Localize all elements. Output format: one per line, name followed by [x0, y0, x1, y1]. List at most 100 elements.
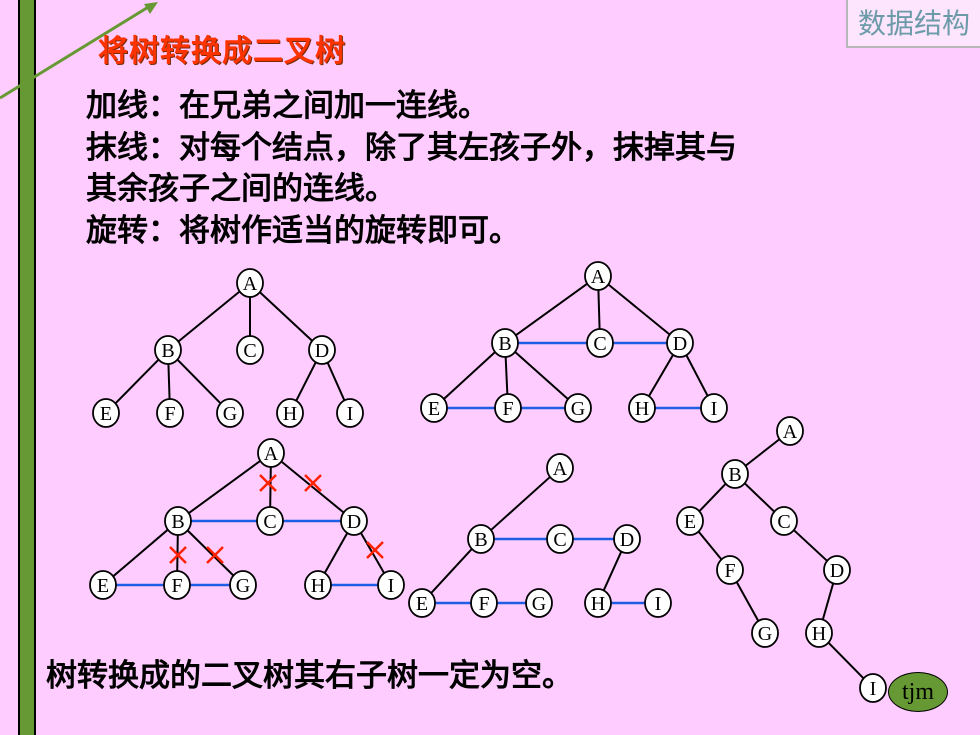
binary_tree-node-H	[805, 618, 833, 648]
with_sibling_links-node-G	[564, 393, 592, 423]
binary_tree-edge-D-H	[821, 582, 835, 621]
after_erasing-node-H	[584, 588, 612, 618]
binary_tree-node-G	[751, 618, 779, 648]
erased_links-node-label-I: I	[388, 575, 395, 597]
binary_tree-edge-A-B	[744, 438, 781, 467]
binary_tree-node-label-C: C	[777, 511, 790, 533]
after_erasing-node-G	[525, 588, 553, 618]
binary_tree-edge-C-D	[792, 529, 829, 562]
after_erasing-node-label-H: H	[591, 593, 605, 615]
erased_links-node-label-H: H	[311, 575, 325, 597]
after_erasing-node-A	[546, 453, 574, 483]
binary_tree-node-label-B: B	[728, 464, 741, 486]
original-edge-A-D	[258, 291, 314, 342]
step-erase-lines-2: 其余孩子之间的连线。	[86, 171, 396, 207]
with_sibling_links-node-F	[494, 393, 522, 423]
step-add-lines: 加线：在兄弟之间加一连线。	[86, 88, 489, 124]
with_sibling_links-node-label-G: G	[571, 398, 585, 420]
erased_links-node-I	[377, 570, 405, 600]
original-node-label-H: H	[283, 403, 297, 425]
after_erasing-node-F	[470, 588, 498, 618]
with_sibling_links-node-label-B: B	[498, 333, 511, 355]
erased_links-edge-B-G	[186, 529, 235, 577]
after_erasing-node-C	[546, 524, 574, 554]
erased_links-node-E	[89, 570, 117, 600]
binary_tree-node-C	[770, 506, 798, 536]
with_sibling_links-node-label-F: F	[502, 398, 513, 420]
erased-edge-cross-3-b	[169, 546, 187, 564]
original-node-D	[308, 335, 336, 365]
binary_tree-edge-B-C	[743, 482, 776, 513]
after_erasing-edge-A-B	[490, 475, 551, 532]
after_erasing-node-D	[613, 524, 641, 554]
binary_tree-node-E	[676, 506, 704, 536]
with_sibling_links-node-B	[491, 328, 519, 358]
after_erasing-node-label-D: D	[620, 529, 634, 551]
original-edge-B-G	[176, 358, 222, 405]
after_erasing-node-I	[644, 588, 672, 618]
erased_links-edge-D-H	[323, 531, 349, 575]
after_erasing-node-label-I: I	[655, 593, 662, 615]
step-erase-lines-1: 抹线：对每个结点，除了其左孩子外，抹掉其与	[86, 130, 737, 166]
original-node-I	[336, 398, 364, 428]
after_erasing-node-label-C: C	[553, 529, 566, 551]
slide-title: 将树转换成二叉树	[98, 34, 346, 69]
with_sibling_links-node-A	[584, 261, 612, 291]
erased-edge-cross-1-b	[259, 474, 277, 492]
after_erasing-node-label-E: E	[416, 593, 428, 615]
erased-edge-cross-5-b	[366, 541, 384, 559]
after_erasing-node-label-A: A	[553, 458, 568, 480]
binary_tree-node-F	[716, 555, 744, 585]
erased_links-node-C	[256, 506, 284, 536]
original-node-label-C: C	[243, 340, 256, 362]
original-node-label-G: G	[223, 403, 237, 425]
with_sibling_links-edge-B-F	[504, 355, 509, 396]
with_sibling_links-node-H	[628, 393, 656, 423]
binary_tree-node-I	[859, 673, 887, 703]
original-edge-B-E	[114, 358, 160, 405]
with_sibling_links-edge-D-H	[647, 353, 675, 398]
erased-edge-cross-4-b	[206, 546, 224, 564]
with_sibling_links-node-label-I: I	[711, 398, 718, 420]
with_sibling_links-node-label-D: D	[673, 333, 687, 355]
after_erasing-node-label-B: B	[474, 529, 487, 551]
with_sibling_links-edge-D-I	[685, 354, 709, 397]
after_erasing-edge-B-E	[430, 547, 473, 595]
after_erasing-edge-D-H	[602, 550, 623, 592]
erased_links-node-label-A: A	[264, 443, 279, 465]
original-node-label-F: F	[164, 403, 175, 425]
erased_links-node-label-F: F	[171, 575, 182, 597]
original-node-label-A: A	[243, 273, 258, 295]
erased_links-edge-B-E	[112, 528, 169, 578]
binary_tree-node-B	[721, 459, 749, 489]
erased_links-node-F	[163, 570, 191, 600]
erased_links-node-label-B: B	[171, 511, 184, 533]
with_sibling_links-node-label-E: E	[428, 398, 440, 420]
with_sibling_links-node-E	[420, 393, 448, 423]
original-node-G	[216, 398, 244, 428]
binary_tree-edge-B-E	[698, 482, 727, 513]
original-node-label-E: E	[100, 403, 112, 425]
erased_links-edge-A-B	[187, 459, 262, 515]
erased_links-edge-A-D	[280, 460, 345, 514]
step-rotate: 旋转：将树作适当的旋转即可。	[86, 213, 520, 249]
binary_tree-node-label-F: F	[724, 560, 735, 582]
original-node-B	[154, 335, 182, 365]
binary_tree-edge-E-F	[697, 530, 723, 561]
after_erasing-node-B	[467, 524, 495, 554]
with_sibling_links-edge-A-B	[514, 282, 589, 337]
erased_links-node-H	[304, 570, 332, 600]
after_erasing-node-E	[408, 588, 436, 618]
binary_tree-node-label-D: D	[830, 560, 844, 582]
original-node-F	[156, 398, 184, 428]
erased_links-node-label-C: C	[263, 511, 276, 533]
with_sibling_links-node-C	[586, 328, 614, 358]
with_sibling_links-node-I	[700, 393, 728, 423]
original-edge-D-I	[326, 361, 346, 402]
erased_links-node-label-D: D	[347, 511, 361, 533]
binary_tree-node-label-A: A	[783, 421, 798, 443]
after_erasing-node-label-F: F	[478, 593, 489, 615]
binary_tree-node-label-E: E	[684, 511, 696, 533]
course-tag: 数据结构	[845, 0, 980, 48]
